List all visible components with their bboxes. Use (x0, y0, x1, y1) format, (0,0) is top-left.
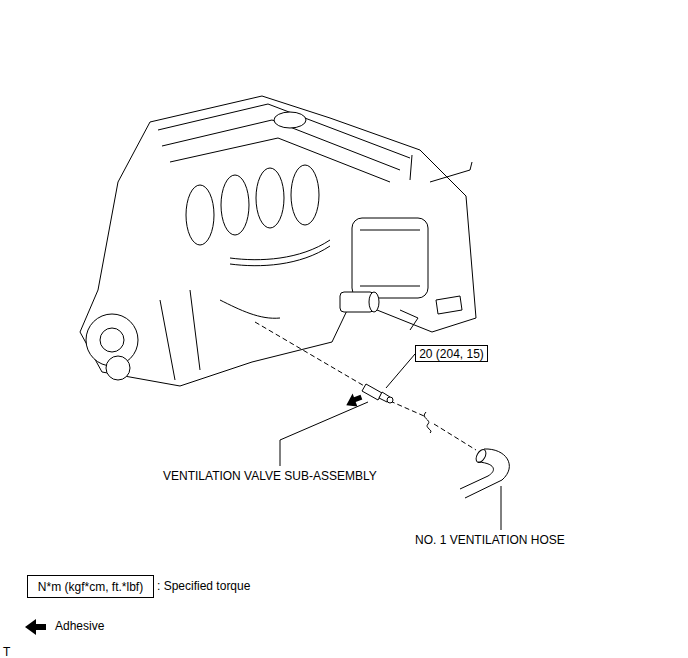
adhesive-arrow (343, 391, 364, 410)
legend-text: : Specified torque (156, 579, 251, 593)
box-text: 20 (204, 15) (419, 347, 484, 361)
hose-clip (424, 412, 431, 433)
ventilation-hose (460, 448, 509, 498)
part-name: VENTILATION VALVE SUB-ASSEMBLY (162, 469, 378, 483)
part-name: NO. 1 VENTILATION HOSE (414, 533, 566, 547)
box-text: N*m (kgf*cm, ft.*lbf) (38, 580, 143, 594)
adhesive-legend-arrow (25, 619, 46, 635)
ventilation-valve (362, 384, 393, 403)
torque-unit-box: N*m (kgf*cm, ft.*lbf) (27, 575, 154, 598)
legend-text: Adhesive (54, 619, 105, 633)
figure-mark: T (2, 645, 11, 658)
torque-box: 20 (204, 15) (415, 345, 488, 362)
